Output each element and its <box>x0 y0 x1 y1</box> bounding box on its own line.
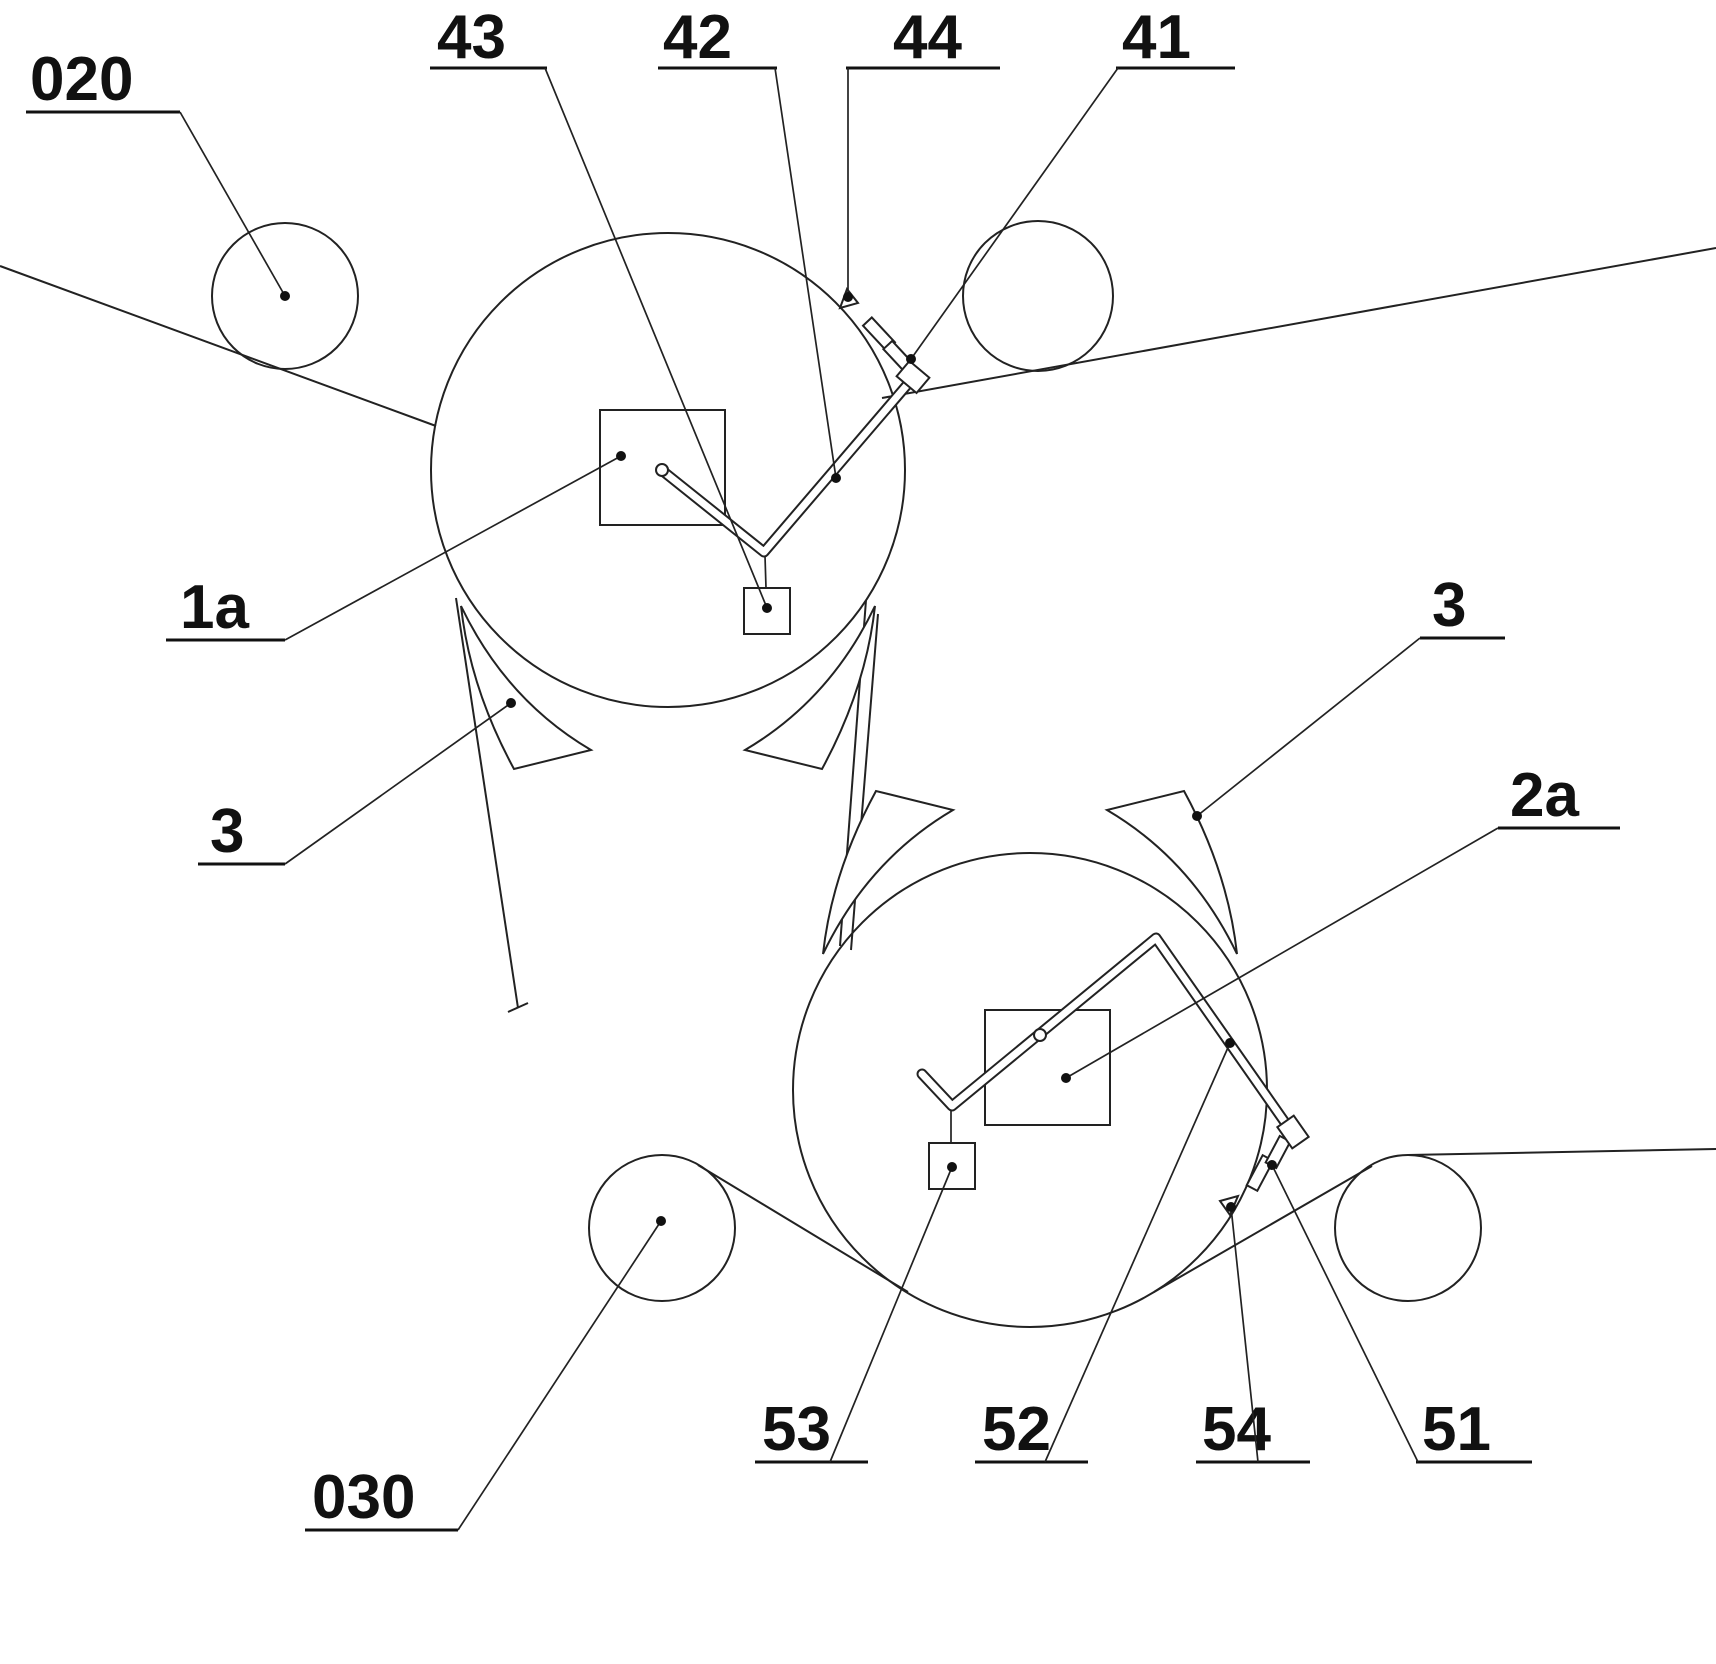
callout-020: 020 <box>26 45 290 301</box>
label-51: 51 <box>1422 1395 1491 1464</box>
label-41: 41 <box>1122 3 1191 72</box>
label-54-leader <box>1230 1206 1259 1463</box>
label-44: 44 <box>893 3 962 72</box>
label-53-dot <box>947 1162 957 1172</box>
nozzle-assembly-drum1 <box>838 286 931 395</box>
label-42-dot <box>831 473 841 483</box>
drum1-arm-tip-block <box>895 359 931 395</box>
label-52-dot <box>1225 1038 1235 1048</box>
callout-43: 43 <box>430 3 772 613</box>
web-line-top-left <box>0 265 437 427</box>
callout-44: 44 <box>843 3 1000 302</box>
label-52-leader <box>1044 1042 1231 1463</box>
label-53: 53 <box>762 1395 831 1464</box>
label-42: 42 <box>663 3 732 72</box>
callout-3-left: 3 <box>198 698 516 866</box>
roller-top-right <box>962 220 1114 372</box>
scraper-drum1-right <box>742 605 876 771</box>
label-41-dot <box>906 354 916 364</box>
label-44-dot <box>843 292 853 302</box>
drum2-big-square <box>984 1009 1111 1126</box>
label-020: 020 <box>30 45 133 114</box>
callout-2a: 2a <box>1061 761 1620 1083</box>
callout-54: 54 <box>1196 1202 1310 1464</box>
scraper-drum2-right <box>1104 789 1238 955</box>
label-52: 52 <box>982 1395 1051 1464</box>
label-1a-dot <box>616 451 626 461</box>
callout-030: 030 <box>305 1216 666 1532</box>
web-line-bottom-right <box>1153 1165 1373 1293</box>
drum2-arm-outer <box>916 932 1297 1137</box>
callout-51: 51 <box>1267 1160 1532 1464</box>
label-3-right: 3 <box>1432 571 1466 640</box>
label-030-dot <box>656 1216 666 1226</box>
label-030: 030 <box>312 1463 415 1532</box>
drum2-arm-inner <box>918 934 1295 1135</box>
label-2a-dot <box>1061 1073 1071 1083</box>
drum1-arm-inner <box>660 381 911 556</box>
label-51-dot <box>1267 1160 1277 1170</box>
label-43-leader <box>544 67 768 609</box>
label-020-dot <box>280 291 290 301</box>
callout-3-right: 3 <box>1192 571 1505 821</box>
label-3-right-leader <box>1196 637 1421 817</box>
roller-020 <box>211 222 359 370</box>
callout-53: 53 <box>755 1162 957 1464</box>
label-1a: 1a <box>180 573 249 642</box>
drum-1-outline <box>430 232 906 708</box>
web-line-top-right <box>881 247 1716 399</box>
scrapers <box>460 605 1238 955</box>
label-2a-leader <box>1065 827 1499 1079</box>
label-1a-leader <box>284 455 622 641</box>
guide-rollers <box>211 220 1482 1302</box>
callout-42: 42 <box>658 3 841 483</box>
label-3-left: 3 <box>210 797 244 866</box>
label-54-dot <box>1226 1202 1236 1212</box>
web-line-left-exit <box>455 597 519 1009</box>
label-53-leader <box>829 1166 953 1463</box>
scraper-drum1-left <box>460 605 594 771</box>
label-54: 54 <box>1202 1395 1271 1464</box>
drum-2-mechanism <box>916 932 1297 1190</box>
web-lines <box>0 247 1716 1293</box>
label-51-leader <box>1271 1164 1419 1463</box>
label-3-right-dot <box>1192 811 1202 821</box>
label-41-leader <box>910 67 1119 360</box>
label-3-left-leader <box>284 702 512 865</box>
web-line-right-exit <box>1407 1148 1716 1156</box>
drum1-small-square <box>743 587 791 635</box>
label-030-leader <box>457 1220 662 1531</box>
callout-52: 52 <box>975 1038 1235 1464</box>
drum-2-outline <box>792 852 1268 1328</box>
web-line-left-exit-tick <box>507 1002 529 1013</box>
label-43-dot <box>762 603 772 613</box>
scraper-drum2-left <box>822 789 956 955</box>
label-43: 43 <box>437 3 506 72</box>
callout-1a: 1a <box>166 451 626 642</box>
label-3-left-dot <box>506 698 516 708</box>
web-line-bottom-left <box>697 1164 909 1293</box>
label-2a: 2a <box>1510 761 1579 830</box>
roller-030 <box>588 1154 736 1302</box>
roller-bottom-right <box>1334 1154 1482 1302</box>
drum2-small-square <box>928 1142 976 1190</box>
drum1-arm-pivot <box>655 463 669 477</box>
callout-41: 41 <box>906 3 1235 364</box>
drum-1-mechanism <box>599 379 913 635</box>
label-020-leader <box>179 111 286 297</box>
drum1-drop-link <box>764 555 767 589</box>
drum2-arm-pivot <box>1033 1028 1047 1042</box>
drum2-arm-tip-block <box>1275 1114 1311 1150</box>
label-42-leader <box>774 67 837 479</box>
callouts: 020 43 42 44 41 <box>26 3 1620 1532</box>
